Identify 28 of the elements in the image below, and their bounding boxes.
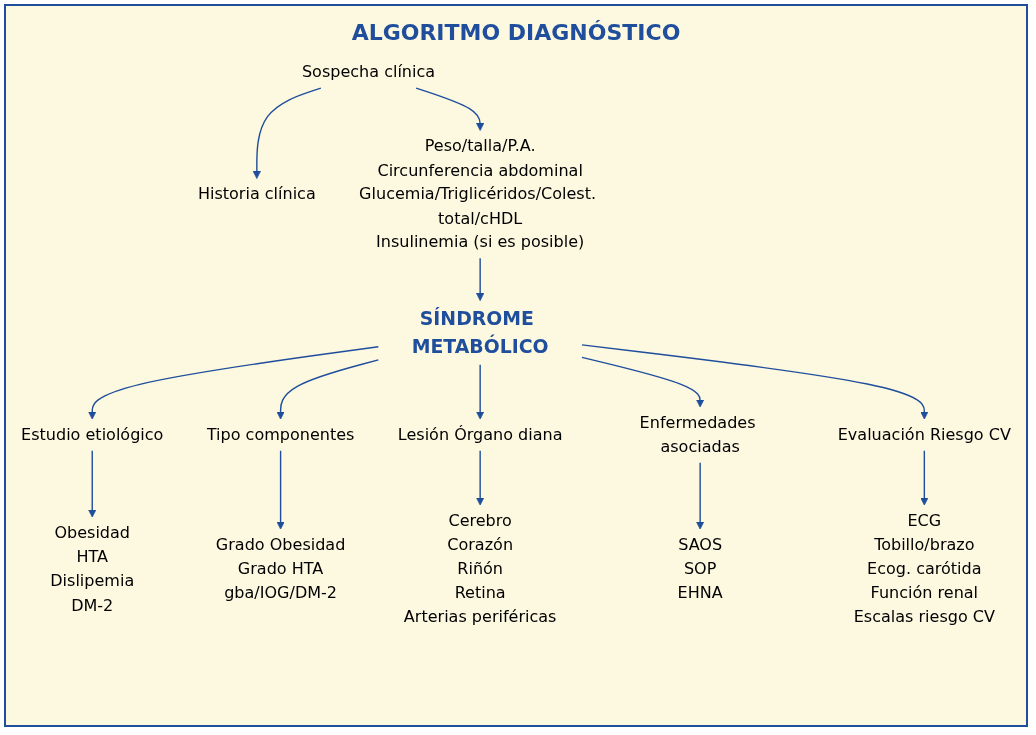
arrow xyxy=(476,364,485,420)
node-text: Lesión Órgano diana xyxy=(397,424,563,444)
node-text: Sospecha clínica xyxy=(301,62,436,82)
arrow xyxy=(920,450,929,506)
node-text: SÍNDROME METABÓLICO xyxy=(411,307,549,359)
node-text: Tipo componentes xyxy=(206,424,355,444)
arrow xyxy=(476,450,485,506)
node-text: Obesidad HTA Dislipemia DM-2 xyxy=(50,522,135,614)
arrow xyxy=(581,344,929,420)
arrow xyxy=(415,87,485,131)
arrow xyxy=(88,450,97,518)
arrow xyxy=(696,462,705,530)
node-text: Enfermedades asociadas xyxy=(639,412,756,456)
node-text: SAOS SOP EHNA xyxy=(677,534,723,602)
arrow xyxy=(276,450,285,530)
arrow xyxy=(581,356,705,408)
node-text: Evaluación Riesgo CV xyxy=(837,424,1011,444)
node-text: Peso/talla/P.A. Circunferencia abdominal Glucemia/Triglicéridos/Colest. total/cHDL Insulinemia (si es posible) xyxy=(359,136,597,252)
arrow xyxy=(276,359,380,420)
node-text: Grado Obesidad Grado HTA gba/IOG/DM-2 xyxy=(215,534,346,602)
arrow xyxy=(88,345,380,420)
arrow xyxy=(252,87,322,179)
arrow xyxy=(476,257,485,302)
node-text: ECG Tobillo/brazo Ecog. carótida Función renal Escalas riesgo CV xyxy=(853,510,995,626)
node-text: Historia clínica xyxy=(197,184,316,204)
node-text: Cerebro Corazón Riñón Retina Arterias periféricas xyxy=(403,510,557,626)
diagram-title: ALGORITMO DIAGNÓSTICO xyxy=(351,20,681,45)
node-text: Estudio etiológico xyxy=(21,424,164,444)
